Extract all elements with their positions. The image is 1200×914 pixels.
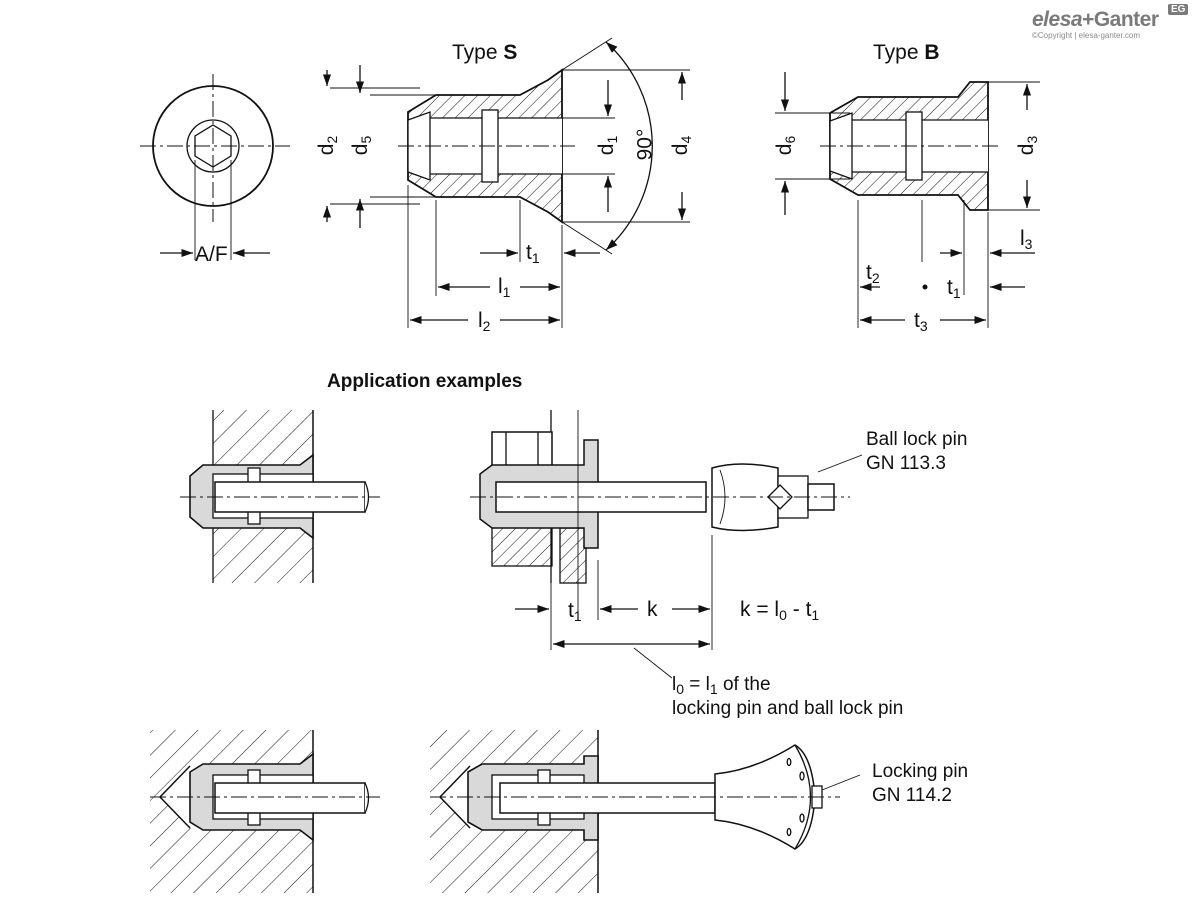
d2-label: d2 bbox=[315, 135, 341, 156]
type-s-title: Type S bbox=[452, 42, 517, 63]
d1-label: d1 bbox=[595, 135, 621, 156]
locking-pin-name: Locking pin bbox=[872, 761, 969, 782]
t2-dot bbox=[922, 284, 928, 290]
note-line2: locking pin and ball lock pin bbox=[672, 698, 904, 719]
b-t2-label: t2 bbox=[866, 261, 880, 286]
app-t1-label: t1 bbox=[568, 599, 582, 624]
end-view bbox=[140, 74, 290, 260]
app-example-2 bbox=[470, 410, 863, 679]
type-b-title: Type B bbox=[873, 42, 940, 63]
s-t1-label: t1 bbox=[526, 241, 540, 266]
s-l1-label: l1 bbox=[498, 275, 511, 300]
ball-lock-pin-name: Ball lock pin bbox=[866, 429, 968, 450]
d6-label: d6 bbox=[773, 135, 799, 156]
logo-brand-a: elesa bbox=[1032, 8, 1083, 31]
type-b-section bbox=[775, 72, 1040, 328]
b-l3-label: l3 bbox=[1020, 227, 1033, 252]
type-s-section bbox=[322, 37, 690, 328]
logo-brand-b: Ganter bbox=[1093, 8, 1159, 31]
af-label: A/F bbox=[195, 243, 228, 266]
type-s-prefix: Type bbox=[452, 41, 504, 64]
b-t3-label: t3 bbox=[914, 309, 928, 334]
logo-badge: EG bbox=[1168, 4, 1189, 15]
app-example-3 bbox=[150, 730, 380, 893]
type-b-prefix: Type bbox=[873, 41, 925, 64]
d3-label: d3 bbox=[1015, 135, 1041, 156]
logo-plus: + bbox=[1082, 8, 1094, 31]
formula: k = l0 - t1 bbox=[740, 598, 820, 623]
locking-pin-code: GN 114.2 bbox=[872, 785, 952, 806]
type-b-code: B bbox=[924, 41, 940, 64]
note-line1: l0 = l1 of the bbox=[672, 674, 771, 697]
logo-copyright: ©Copyright | elesa-ganter.com bbox=[1032, 31, 1141, 40]
app-k-label: k bbox=[647, 598, 658, 621]
b-t1-label: t1 bbox=[947, 276, 961, 301]
app-example-1 bbox=[180, 410, 380, 583]
d5-label: d5 bbox=[349, 135, 375, 156]
d4-label: d4 bbox=[669, 135, 695, 156]
type-s-code: S bbox=[503, 41, 518, 64]
ball-lock-pin-code: GN 113.3 bbox=[866, 453, 946, 474]
app-example-4 bbox=[430, 730, 861, 893]
elesa-ganter-logo: elesa+Ganter EG ©Copyright | elesa-gante… bbox=[1032, 4, 1189, 40]
angle-label: 90° bbox=[633, 128, 657, 161]
s-l2-label: l2 bbox=[478, 309, 491, 334]
section-title: Application examples bbox=[327, 371, 523, 392]
